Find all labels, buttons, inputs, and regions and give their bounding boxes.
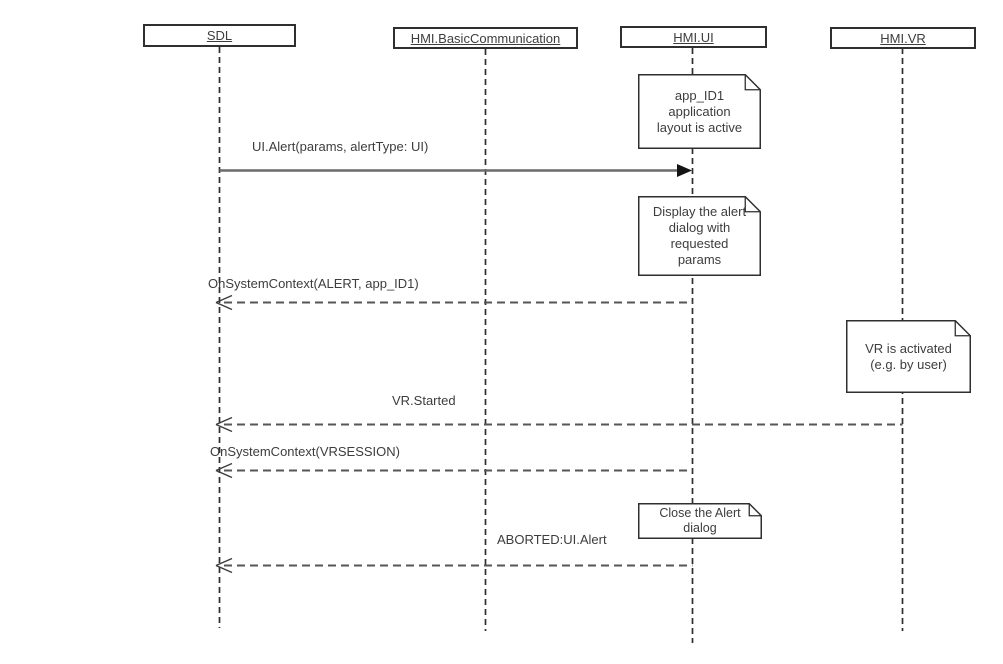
- lifeline-head-hmi-ui: HMI.UI: [620, 26, 767, 48]
- note-close-alert-dialog: Close the Alert dialog: [638, 503, 762, 539]
- note-text: VR is activated (e.g. by user): [865, 340, 952, 372]
- message-label-onsystemcontext-alert: OnSystemContext(ALERT, app_ID1): [208, 276, 419, 291]
- note-fold-icon: [744, 74, 761, 91]
- note-shape: [638, 503, 762, 539]
- note-fold-icon: [954, 320, 971, 337]
- note-text: Close the Alert dialog: [659, 506, 741, 535]
- note-shape: [638, 196, 761, 276]
- note-vr-is-activated: VR is activated (e.g. by user): [846, 320, 971, 393]
- message-label-vr-started: VR.Started: [392, 393, 456, 408]
- note-shape: [846, 320, 971, 393]
- message-label-onsystemcontext-vrsession: OnSystemContext(VRSESSION): [210, 444, 400, 459]
- lifeline-head-hmi-vr: HMI.VR: [830, 27, 976, 49]
- message-label-ui-alert: UI.Alert(params, alertType: UI): [252, 139, 429, 154]
- open-arrowhead-icon: [215, 557, 233, 574]
- note-text: Display the alert dialog with requested …: [652, 204, 747, 267]
- note-app-id1-layout-active: app_ID1 application layout is active: [638, 74, 761, 149]
- message-arrow-onsystemcontext-alert: [215, 294, 693, 311]
- note-shape: [638, 74, 761, 149]
- note-text: app_ID1 application layout is active: [656, 87, 743, 135]
- note-fold-icon: [744, 196, 761, 213]
- message-arrow-aborted-ui-alert: [215, 557, 693, 574]
- message-arrow-ui-alert: [219, 164, 692, 177]
- note-fold-icon: [748, 503, 762, 517]
- message-arrow-onsystemcontext-vrsession: [215, 462, 693, 479]
- open-arrowhead-icon: [215, 294, 233, 311]
- lifeline-head-hmi-basiccommunication: HMI.BasicCommunication: [393, 27, 578, 49]
- open-arrowhead-icon: [215, 462, 233, 479]
- open-arrowhead-icon: [215, 416, 233, 433]
- filled-arrowhead-icon: [677, 164, 692, 177]
- lifeline-head-sdl: SDL: [143, 24, 296, 47]
- note-display-alert-dialog: Display the alert dialog with requested …: [638, 196, 761, 276]
- message-label-aborted-ui-alert: ABORTED:UI.Alert: [497, 532, 607, 547]
- message-arrow-vr-started: [215, 416, 903, 433]
